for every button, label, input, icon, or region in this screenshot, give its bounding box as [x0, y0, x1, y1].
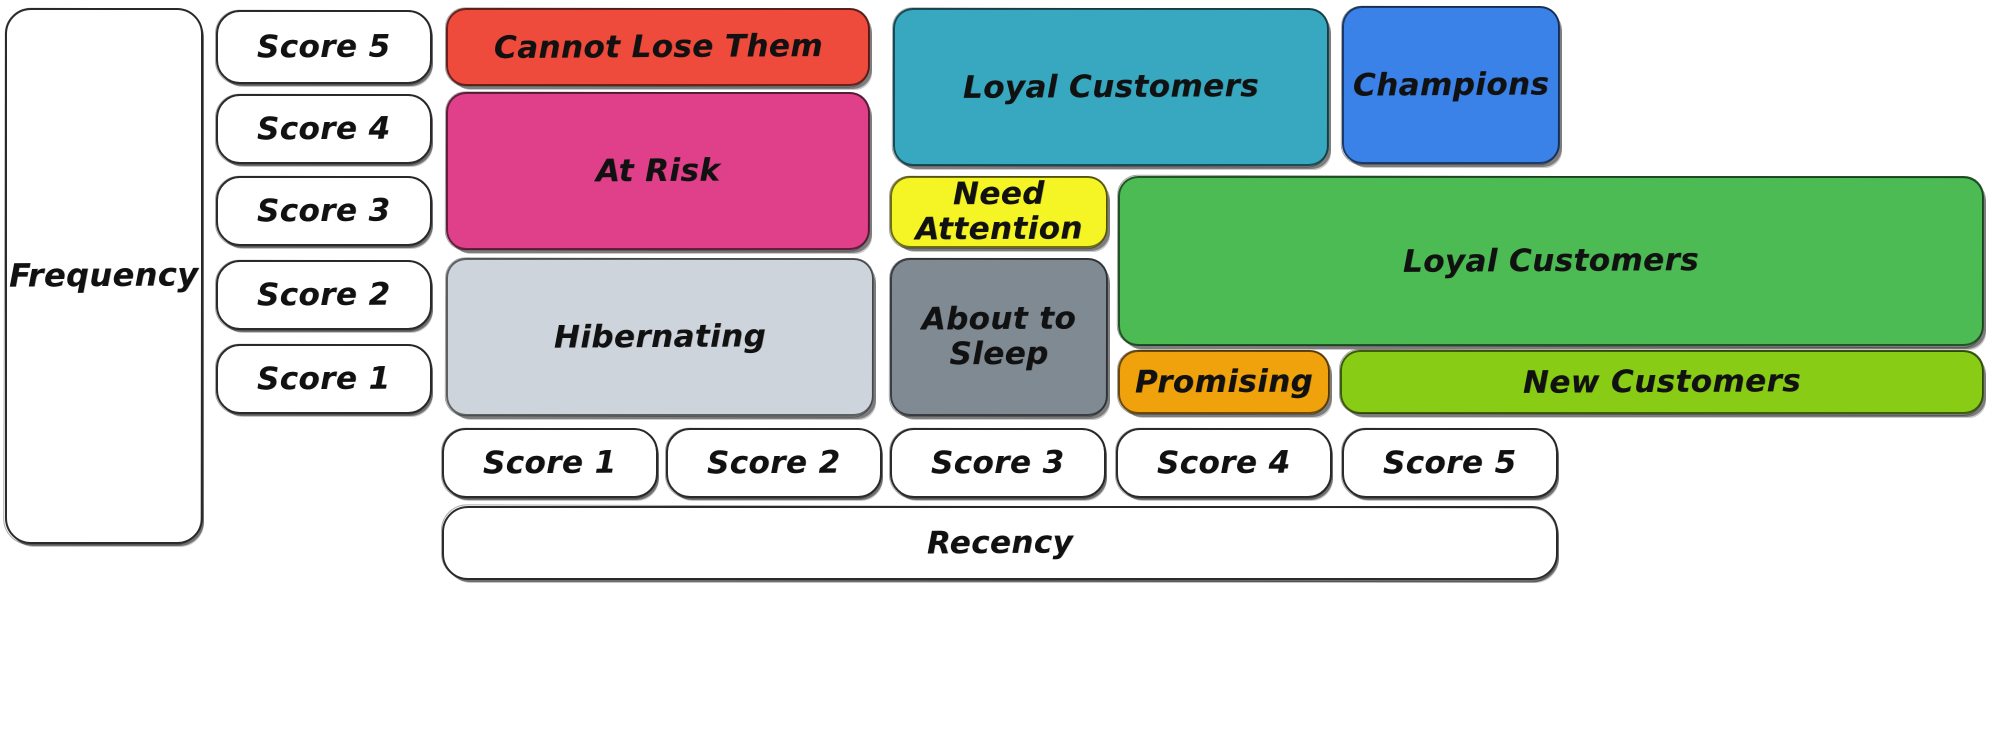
segment-promising[interactable]: Promising	[1118, 350, 1330, 414]
segment-at-risk[interactable]: At Risk	[446, 92, 870, 250]
frequency-score-5[interactable]: Score 5	[216, 10, 432, 84]
segment-loyal-customers-top[interactable]: Loyal Customers	[893, 8, 1329, 166]
recency-score-2[interactable]: Score 2	[666, 428, 882, 498]
segment-cannot-lose-them[interactable]: Cannot Lose Them	[446, 8, 870, 86]
frequency-score-2[interactable]: Score 2	[216, 260, 432, 330]
recency-axis-label: Recency	[926, 524, 1074, 562]
segment-about-to-sleep[interactable]: About to Sleep	[890, 258, 1108, 416]
segment-champions[interactable]: Champions	[1342, 6, 1560, 164]
recency-score-1[interactable]: Score 1	[442, 428, 658, 498]
frequency-axis-label-box: Frequency	[5, 8, 203, 544]
frequency-score-3[interactable]: Score 3	[216, 176, 432, 246]
segment-loyal-customers-mid[interactable]: Loyal Customers	[1118, 176, 1984, 346]
frequency-score-4[interactable]: Score 4	[216, 94, 432, 164]
frequency-axis-label: Frequency	[9, 255, 199, 295]
recency-score-4[interactable]: Score 4	[1116, 428, 1332, 498]
segment-new-customers[interactable]: New Customers	[1340, 350, 1984, 414]
frequency-score-1[interactable]: Score 1	[216, 344, 432, 414]
recency-axis-label-box: Recency	[442, 506, 1558, 580]
segment-need-attention[interactable]: Need Attention	[890, 176, 1108, 248]
recency-score-5[interactable]: Score 5	[1342, 428, 1558, 498]
recency-score-3[interactable]: Score 3	[890, 428, 1106, 498]
segment-hibernating[interactable]: Hibernating	[446, 258, 874, 416]
